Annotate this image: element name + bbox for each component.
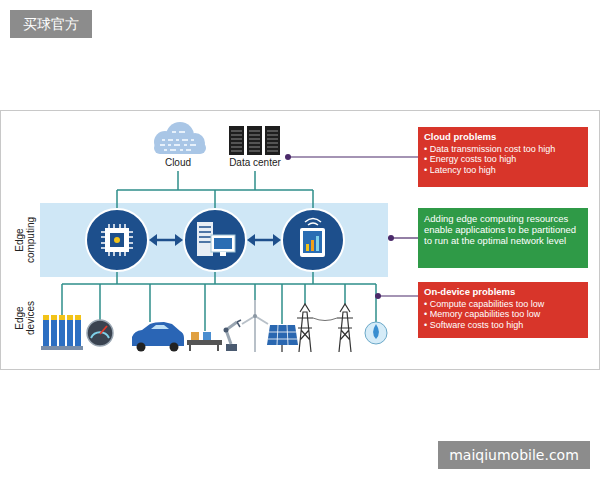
box-text: • Energy costs too high	[424, 154, 582, 165]
problem-box: On-device problems• Compute capabilities…	[418, 282, 588, 338]
power-towers	[297, 304, 353, 352]
solar-panel	[267, 325, 298, 352]
cloud-icon	[154, 122, 206, 154]
info-box: Adding edge computing resources enable a…	[418, 208, 588, 268]
edge-nodes	[86, 209, 344, 271]
box-heading: On-device problems	[424, 287, 582, 298]
frame	[1, 111, 600, 370]
wind-turbine	[242, 300, 268, 352]
network-wires	[62, 171, 376, 331]
box-text: • Memory capabilities too low	[424, 309, 582, 320]
factory-robot	[187, 320, 241, 351]
gauge-icon	[87, 320, 113, 346]
icon-label: Cloud	[143, 157, 213, 168]
band-label: Edge computing	[14, 213, 36, 267]
box-text: Adding edge computing resources enable a…	[424, 213, 582, 246]
box-text: • Data transmission cost too high	[424, 144, 582, 155]
box-text: • Latency too high	[424, 165, 582, 176]
server-racks	[229, 126, 280, 155]
problem-box: Cloud problems• Data transmission cost t…	[418, 127, 588, 187]
box-heading: Cloud problems	[424, 132, 582, 143]
watermark: maiqiumobile.com	[438, 441, 590, 469]
car-icon	[132, 322, 184, 352]
water-icon	[365, 322, 387, 344]
box-text: • Software costs too high	[424, 320, 582, 331]
connector-dot	[388, 235, 394, 241]
row-label: Edge devices	[14, 291, 36, 345]
watermark: 买球官方	[10, 10, 92, 38]
battery-pack	[41, 315, 83, 350]
connector	[388, 235, 418, 241]
icon-label: Data center	[218, 157, 292, 168]
box-text: • Compute capabilities too low	[424, 299, 582, 310]
